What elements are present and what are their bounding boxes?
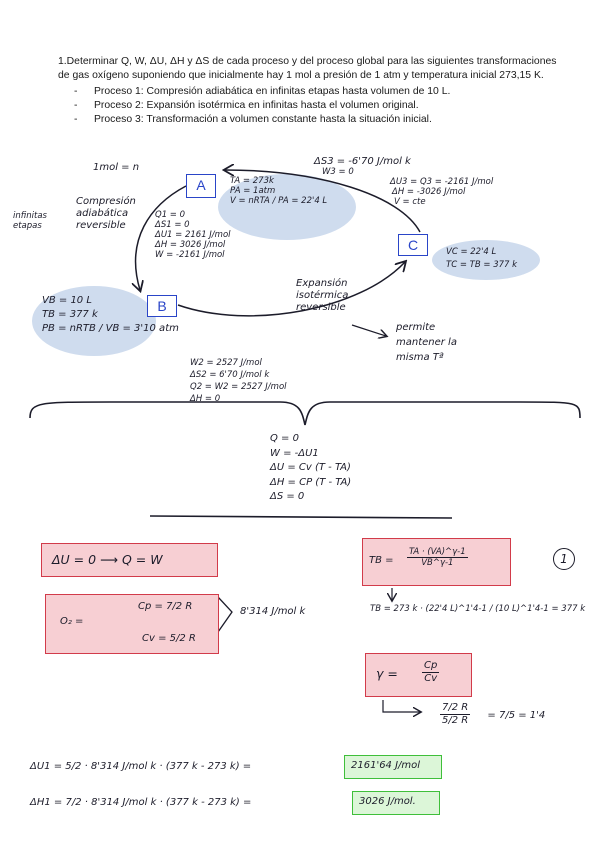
process1-arrow xyxy=(136,185,187,290)
gamma-label: γ = xyxy=(376,666,398,681)
cp-value: Cp = 7/2 R xyxy=(138,601,193,612)
dh1-result-box: 3026 J/mol. xyxy=(352,791,440,815)
state-a-box: A xyxy=(186,174,216,198)
du1-calculation: ΔU1 = 5/2 · 8'314 J/mol k · (377 k - 273… xyxy=(30,761,252,772)
gamma-result: = 7/5 = 1'4 xyxy=(487,709,546,721)
process1-values: Q1 = 0 ΔS1 = 0 ΔU1 = 2161 J/mol ΔH = 302… xyxy=(155,210,231,260)
state-b-values: VB = 10 L TB = 377 k PB = nRTB / VB = 3'… xyxy=(42,295,179,334)
gamma-fraction: Cp Cv xyxy=(422,660,440,684)
process-list: Proceso 1: Compresión adiabática en infi… xyxy=(58,85,558,127)
infinite-steps-note: infinitas etapas xyxy=(13,211,47,231)
gas-constant: 8'314 J/mol k xyxy=(240,606,306,617)
du1-result: 2161'64 J/mol xyxy=(351,760,421,771)
process-item: Proceso 2: Expansión isotérmica en infin… xyxy=(74,99,558,113)
process-item: Proceso 1: Compresión adiabática en infi… xyxy=(74,85,558,99)
gamma-box: γ = Cp Cv xyxy=(365,653,472,697)
mol-note: 1mol = n xyxy=(93,162,140,173)
problem-statement: 1.Determinar Q, W, ΔU, ΔH y ΔS de cada p… xyxy=(58,55,558,127)
note-arrow xyxy=(351,324,386,336)
cv-value: Cv = 5/2 R xyxy=(142,633,196,644)
process3-values: ΔS3 = -6'70 J/mol k W3 = 0 ΔU3 = Q3 = -2… xyxy=(314,156,494,208)
gamma-calc-fraction: 7/2 R 5/2 R xyxy=(440,702,471,726)
process-item: Proceso 3: Transformación a volumen cons… xyxy=(74,113,558,127)
heat-capacity-box: O₂ = Cp = 7/2 R Cv = 5/2 R xyxy=(45,594,219,654)
derivation-arrow-right xyxy=(382,700,420,712)
state-a-blob xyxy=(218,174,356,240)
state-b-blob xyxy=(32,286,156,356)
underline xyxy=(149,515,453,519)
gamma-calculation: 7/2 R 5/2 R = 7/5 = 1'4 xyxy=(440,702,545,727)
state-a-values: TA = 273k PA = 1atm V = nRTA / PA = 22'4… xyxy=(230,176,328,206)
du1-result-box: 2161'64 J/mol xyxy=(344,755,442,779)
process3-arrow xyxy=(225,170,421,233)
state-c-box: C xyxy=(398,234,428,256)
process2-values: W2 = 2527 J/mol ΔS2 = 6'70 J/mol k Q2 = … xyxy=(190,358,287,404)
process1-label: Compresión adiabática reversible xyxy=(76,196,136,231)
keeps-temperature-note: permite mantener la misma Tª xyxy=(396,322,457,363)
energy-box: ΔU = 0 ⟶ Q = W xyxy=(41,543,218,577)
state-b-box: B xyxy=(147,295,177,317)
dh1-calculation: ΔH1 = 7/2 · 8'314 J/mol k · (377 k - 273… xyxy=(30,797,252,808)
tb-calculation: TB = 273 k · (22'4 L)^1'4-1 / (10 L)^1'4… xyxy=(370,604,586,614)
brace xyxy=(29,401,581,426)
tb-label: TB = xyxy=(369,555,394,566)
tb-fraction: TA · (VA)^γ-1 VB^γ-1 xyxy=(407,547,468,568)
state-c-blob xyxy=(432,240,540,280)
state-c-values: VC = 22'4 L TC = TB = 377 k xyxy=(446,247,518,270)
dh1-result: 3026 J/mol. xyxy=(359,796,416,807)
process2-arrow xyxy=(177,262,405,317)
process2-label: Expansión isotérmica reversible xyxy=(296,278,349,313)
tb-formula-box: TB = TA · (VA)^γ-1 VB^γ-1 xyxy=(362,538,511,586)
step-number-circle: 1 xyxy=(553,548,575,570)
energy-relation: ΔU = 0 ⟶ Q = W xyxy=(52,552,163,567)
problem-text: 1.Determinar Q, W, ΔU, ΔH y ΔS de cada p… xyxy=(58,56,557,81)
bracket-right xyxy=(217,596,233,633)
o2-label: O₂ = xyxy=(60,616,84,627)
adiabatic-summary: Q = 0 W = -ΔU1 ΔU = Cv (T - TA) ΔH = CP … xyxy=(270,433,352,502)
